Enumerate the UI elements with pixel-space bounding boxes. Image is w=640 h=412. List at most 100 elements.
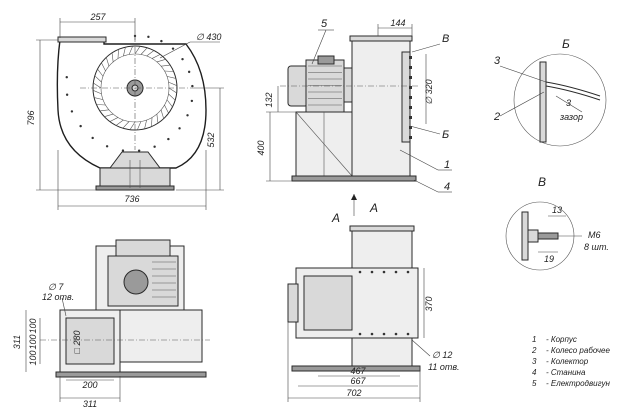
dim-100-c: 100 xyxy=(28,350,38,365)
casing-bolt xyxy=(153,145,156,148)
leader-7 xyxy=(61,297,67,317)
collector-bolt xyxy=(409,136,412,139)
impeller-blade xyxy=(164,104,169,114)
rear-bolt xyxy=(406,332,410,336)
volute-casing xyxy=(56,39,207,169)
detail-b-circle xyxy=(513,53,607,147)
detail-gap-label: зазор xyxy=(559,112,583,122)
casing-bolt xyxy=(121,149,125,152)
casing-bolt xyxy=(105,145,109,148)
impeller-blade xyxy=(96,104,106,106)
plan-motor-fan xyxy=(123,269,149,295)
plan-view: ∅ 7 12 отв. 311 100 100 100 □ 280 200 31… xyxy=(12,239,210,409)
plan-outlet-opening xyxy=(65,317,115,365)
casing-bolt xyxy=(167,137,170,141)
impeller-blade xyxy=(140,47,148,55)
leader-gap xyxy=(555,95,583,113)
rear-bolt xyxy=(406,270,410,274)
front-outlet-flange xyxy=(57,36,107,43)
impeller-blade xyxy=(151,117,153,127)
legend-num-2: 2 xyxy=(531,346,537,355)
detail-b-collector xyxy=(545,81,601,97)
side-collector xyxy=(401,51,411,143)
dim-702: 702 xyxy=(346,388,361,398)
plan-base-plate xyxy=(55,371,207,378)
casing-bolt xyxy=(190,99,194,103)
motor-fins xyxy=(308,65,342,106)
casing-bolt xyxy=(65,75,68,79)
detail-v-nut xyxy=(527,229,539,243)
casing-bolt xyxy=(160,39,163,43)
impeller-blade xyxy=(99,109,109,112)
impeller-blade xyxy=(168,93,176,101)
impeller-blade xyxy=(128,45,133,55)
impeller-blade xyxy=(93,82,102,89)
dim-100-b: 100 xyxy=(28,334,38,349)
impeller-blade xyxy=(146,50,155,57)
impeller-blade xyxy=(151,54,161,59)
dim-144: 144 xyxy=(390,18,405,28)
side-outlet-flange xyxy=(349,35,413,42)
rear-bolt xyxy=(394,332,398,336)
impeller-blade xyxy=(134,46,141,55)
impeller-blade xyxy=(123,47,126,57)
impeller-blade xyxy=(166,99,173,108)
rear-hole-count: 11 отв. xyxy=(428,362,460,372)
dim-280: □ 280 xyxy=(72,331,82,354)
legend-text-2: - Колесо рабочее xyxy=(546,346,610,355)
rear-hole-dia: ∅ 12 xyxy=(432,350,452,360)
rear-bolt xyxy=(358,332,362,336)
detail-b: Б 3 2 3 зазор xyxy=(493,37,607,147)
leader-12 xyxy=(411,339,431,357)
front-base xyxy=(99,167,171,189)
legend-num-4: 4 xyxy=(532,368,537,377)
callout-5: 5 xyxy=(321,18,328,30)
casing-bolt xyxy=(171,47,175,50)
collector-bolt xyxy=(409,76,412,79)
section-a-left: A xyxy=(331,211,340,225)
dim-bolt-count: 8 шт. xyxy=(584,242,609,252)
callout-b: Б xyxy=(442,129,449,141)
legend-text-3: - Колектор xyxy=(546,357,589,366)
casing-bolt xyxy=(181,57,184,61)
legend-text-5: - Електродвигун xyxy=(546,379,611,388)
dim-400: 400 xyxy=(256,140,266,155)
impeller-blade xyxy=(156,59,166,63)
rear-bolts xyxy=(358,270,410,336)
detail-v-flange xyxy=(521,211,529,261)
dim-311-v: 311 xyxy=(12,335,22,349)
detail-v-bolt xyxy=(537,232,559,240)
leader-3 xyxy=(499,65,547,83)
collector-bolt xyxy=(409,56,412,59)
casing-bolt xyxy=(178,127,181,130)
leader-4 xyxy=(413,179,439,193)
dim-200: 200 xyxy=(81,380,97,390)
dim-leader-430 xyxy=(159,41,191,59)
rear-view-a: 370 ∅ 12 11 отв. 467 667 702 xyxy=(287,225,460,402)
impeller-blade xyxy=(168,87,177,94)
legend-num-1: 1 xyxy=(532,335,536,344)
impeller-blade xyxy=(156,114,159,124)
dim-370: 370 xyxy=(424,296,434,311)
impeller-blade xyxy=(94,97,104,100)
front-pedestal xyxy=(109,151,161,169)
casing-bolt xyxy=(65,93,69,96)
leader-2 xyxy=(499,91,545,117)
leader-1 xyxy=(399,149,439,171)
rear-bolt xyxy=(370,270,374,274)
detail-b-wheel xyxy=(545,85,601,101)
detail-b-title: Б xyxy=(562,37,570,51)
detail-v-title: В xyxy=(538,175,546,189)
detail-b-callout-3: 3 xyxy=(494,55,501,67)
dim-13: 13 xyxy=(552,205,562,215)
impeller-blades xyxy=(92,45,178,131)
impeller-blade xyxy=(122,121,130,129)
casing-bolt xyxy=(79,124,82,128)
casing-bolt xyxy=(187,70,191,74)
impeller-blade xyxy=(94,75,102,83)
casing-bolts xyxy=(65,34,194,152)
leader-v xyxy=(411,43,441,53)
plan-hole-count: 12 отв. xyxy=(42,292,74,302)
impeller-blade xyxy=(137,121,142,131)
